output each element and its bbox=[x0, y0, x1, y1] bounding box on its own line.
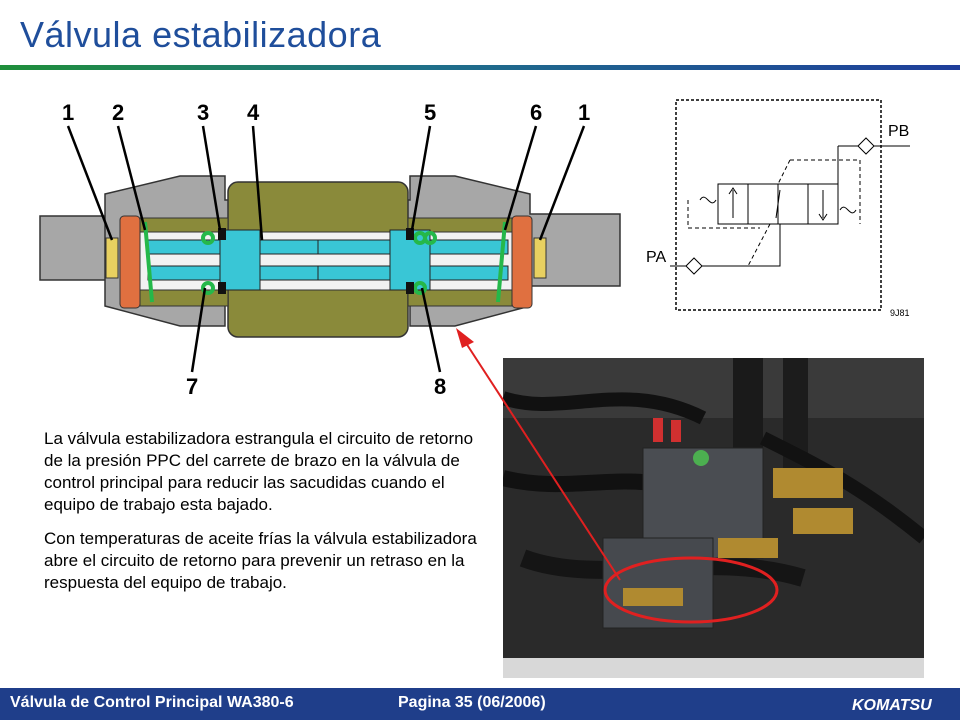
paragraph-2: Con temperaturas de aceite frías la válv… bbox=[44, 529, 477, 592]
komatsu-logo-icon: KOMATSU bbox=[850, 692, 950, 716]
footer-document-title: Válvula de Control Principal WA380-6 bbox=[10, 694, 294, 711]
callout-4: 4 bbox=[247, 100, 260, 125]
hydraulic-schematic: PB PA 9J81 bbox=[646, 99, 910, 318]
springs bbox=[143, 221, 507, 303]
pointer-arrow bbox=[456, 328, 621, 581]
callout-1-left: 1 bbox=[62, 100, 74, 125]
callout-1-right: 1 bbox=[578, 100, 590, 125]
valve-photo bbox=[503, 358, 924, 678]
footer-bar: Válvula de Control Principal WA380-6 Pag… bbox=[0, 688, 960, 720]
paragraph-1: La válvula estabilizadora estrangula el … bbox=[44, 429, 474, 514]
svg-text:KOMATSU: KOMATSU bbox=[852, 697, 932, 714]
schematic-code: 9J81 bbox=[890, 308, 910, 318]
title-rule bbox=[0, 65, 960, 70]
body-text: La válvula estabilizadora estrangula el … bbox=[44, 428, 484, 606]
left-cap bbox=[119, 215, 141, 309]
label-pb: PB bbox=[888, 123, 909, 140]
label-pa: PA bbox=[646, 249, 666, 266]
callout-5: 5 bbox=[424, 100, 436, 125]
callout-3: 3 bbox=[197, 100, 209, 125]
callout-6: 6 bbox=[530, 100, 542, 125]
footer-page-number: Pagina 35 (06/2006) bbox=[398, 694, 546, 711]
callout-7: 7 bbox=[186, 374, 198, 399]
page-title: Válvula estabilizadora bbox=[20, 14, 382, 55]
spool bbox=[147, 229, 509, 291]
callout-8: 8 bbox=[434, 374, 446, 399]
right-cap bbox=[511, 215, 533, 309]
callout-2: 2 bbox=[112, 100, 124, 125]
valve-cross-section-diagram: 1 2 3 4 5 6 1 7 8 bbox=[39, 100, 621, 399]
